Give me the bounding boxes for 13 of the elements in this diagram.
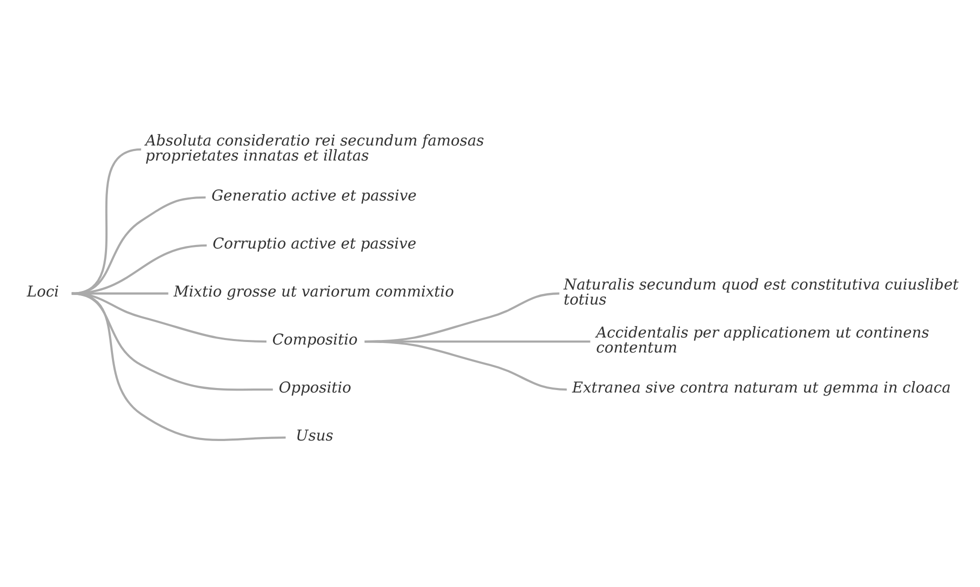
connector xyxy=(364,340,566,391)
node-text: Absoluta consideratio rei secundum famosas proprietates innatas et illatas xyxy=(144,131,484,164)
node-text: Corruptio active et passive xyxy=(212,234,416,252)
node-text: Loci xyxy=(26,282,58,300)
node-text: Usus xyxy=(295,426,333,444)
connector xyxy=(71,292,286,441)
node-text: Oppositio xyxy=(278,378,351,396)
node-text: Extranea sive contra naturam ut gemma in cloaca xyxy=(572,378,950,396)
node-text: Generatio active et passive xyxy=(211,186,416,204)
node-text: Compositio xyxy=(272,330,358,348)
node-text: Naturalis secundum quod est constitutiva cuiuslibet totius xyxy=(563,275,958,308)
node-text: Mixtio grosse ut variorum commixtio xyxy=(173,282,454,300)
node-text: Accidentalis per applicationem ut continens contentum xyxy=(596,323,929,356)
